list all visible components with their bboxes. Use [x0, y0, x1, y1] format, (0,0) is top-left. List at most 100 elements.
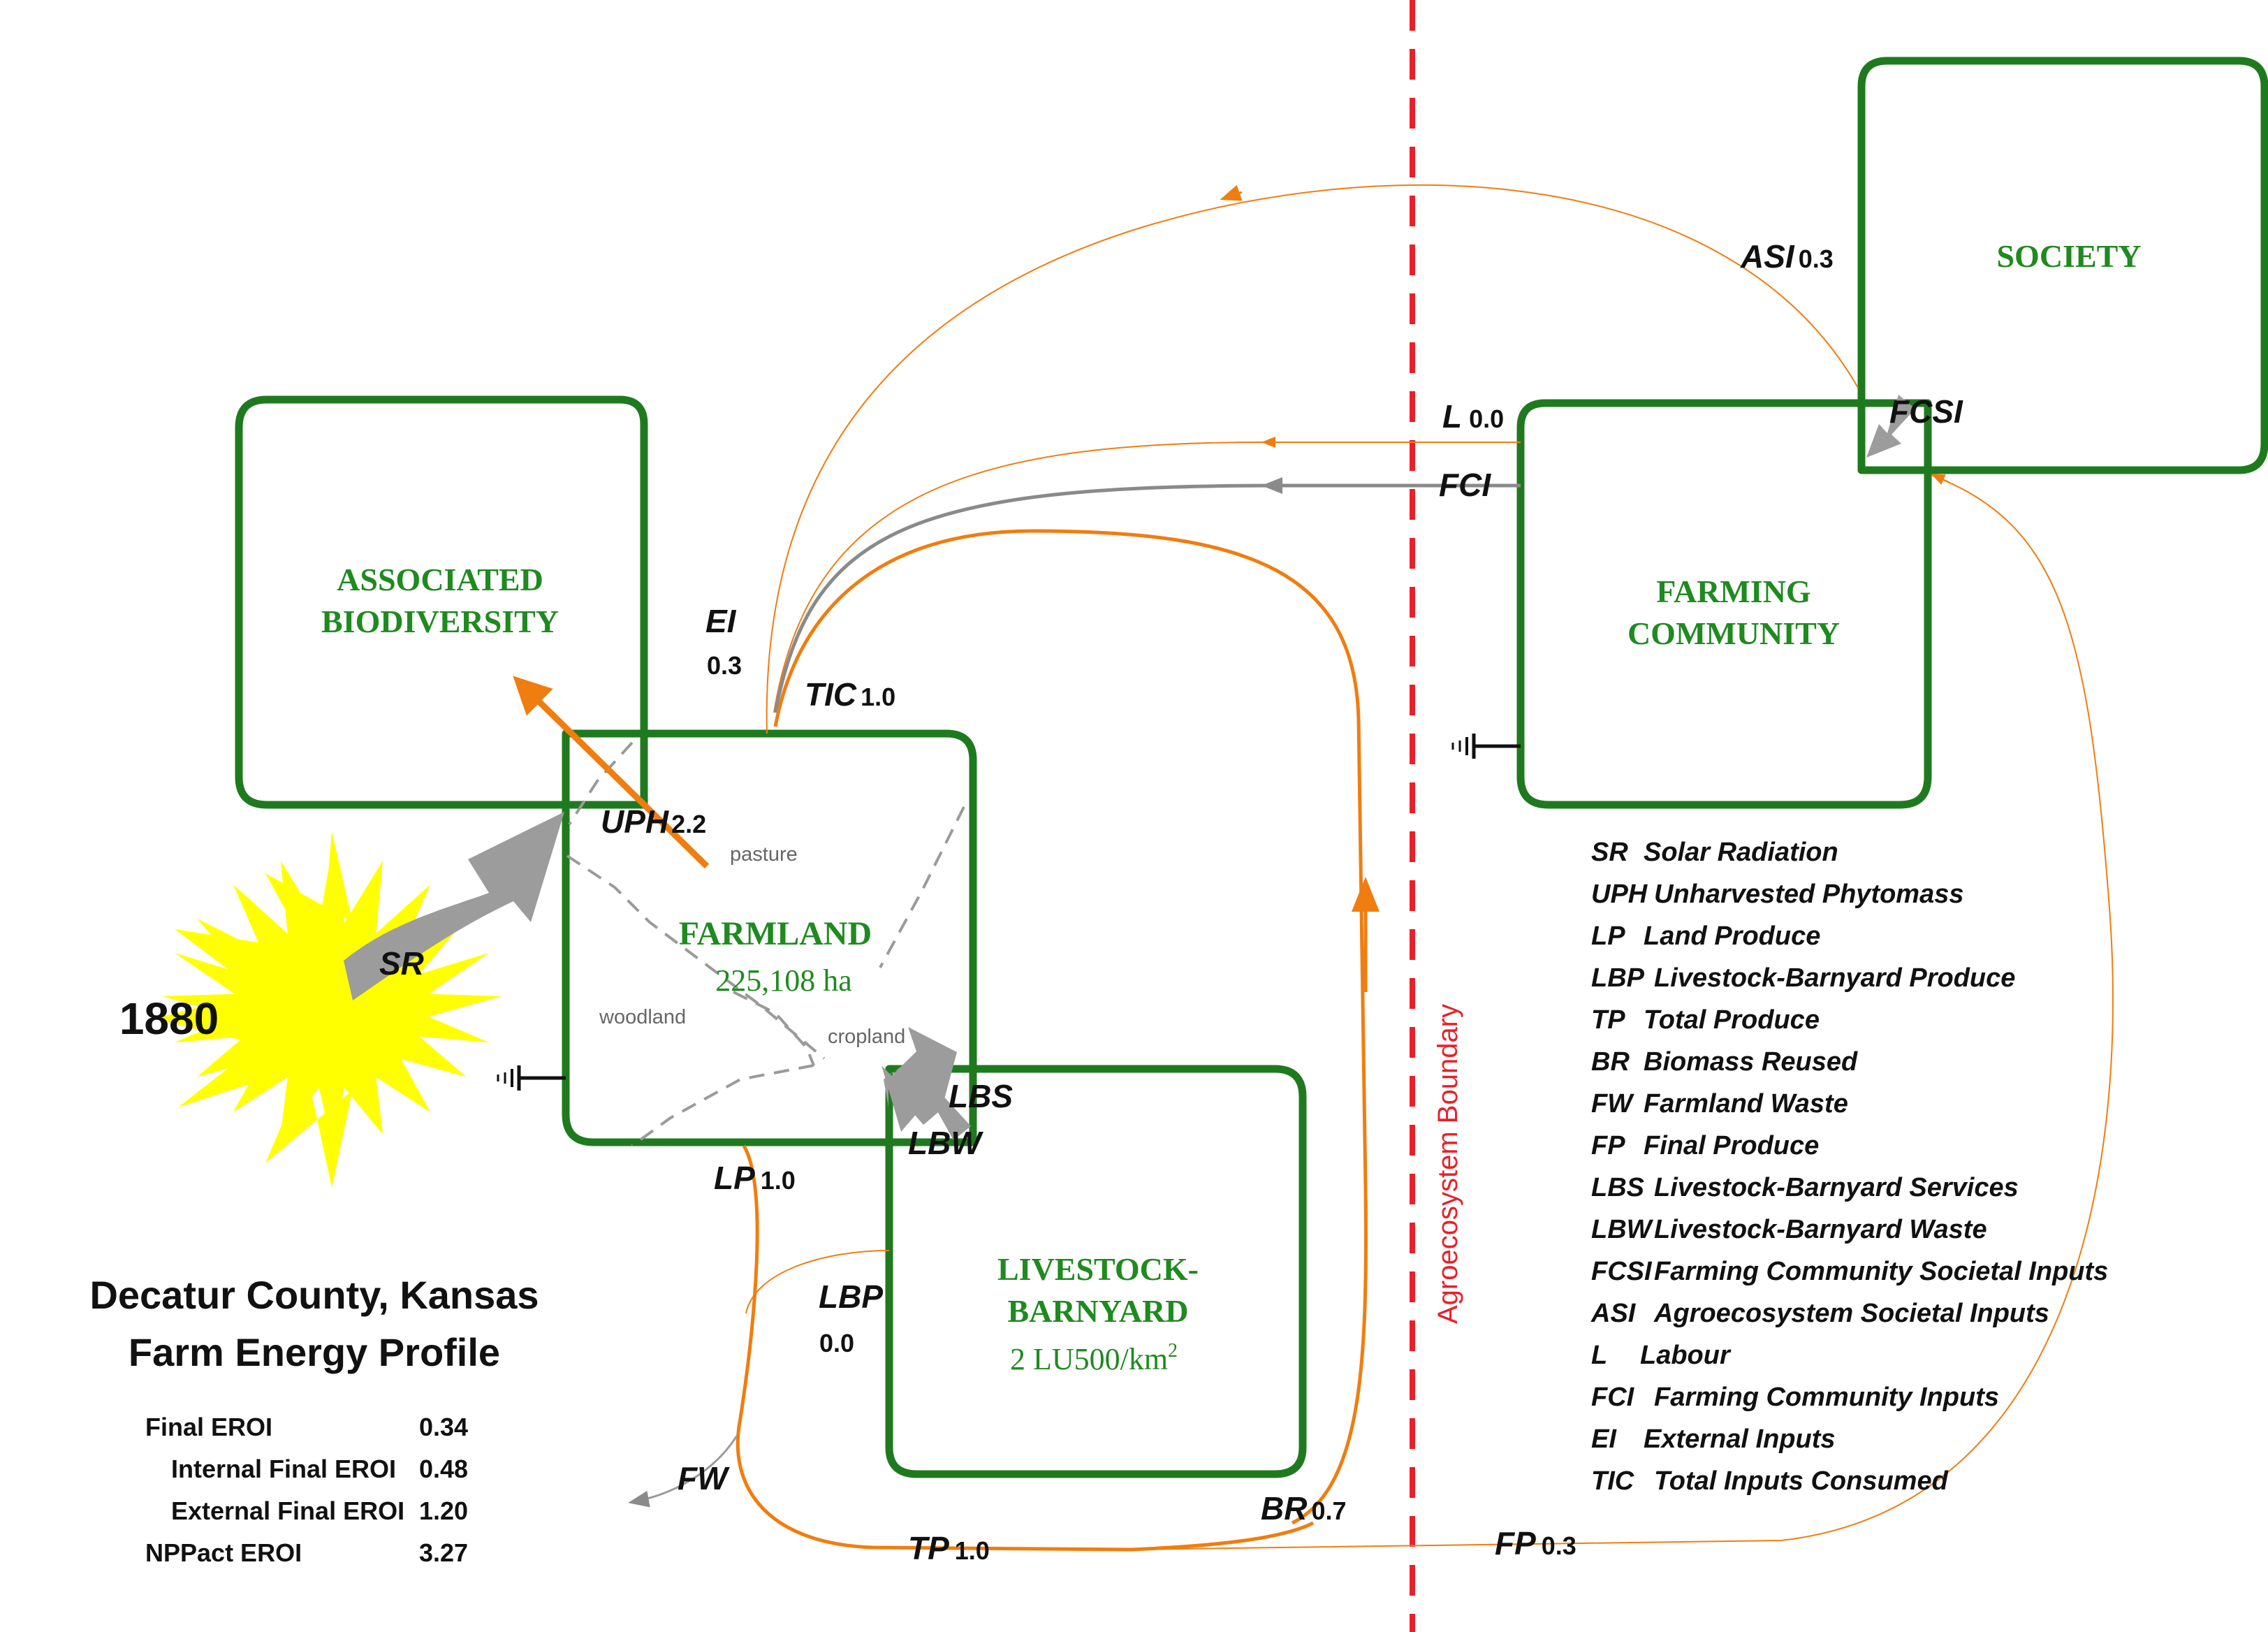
- biodiversity-title-line1: ASSOCIATED: [337, 562, 543, 597]
- sun-rays-icon: [154, 831, 353, 1188]
- sr-arrow: [344, 812, 564, 1000]
- legend-abbr: LP: [1591, 921, 1625, 951]
- farmland-title: FARMLAND: [679, 915, 872, 952]
- eroi-metric-value: 3.27: [419, 1538, 468, 1567]
- profile-title-line2: Farm Energy Profile: [129, 1330, 500, 1374]
- livestock-barnyard-box: [885, 1065, 1307, 1478]
- farming-community-box: [1516, 399, 1932, 809]
- agroecosystem-boundary-label: Agroecosystem Boundary: [1433, 1004, 1463, 1324]
- livestock-density: 2 LU500/km2: [1010, 1340, 1178, 1376]
- tp-flow-line: [736, 1144, 1315, 1552]
- year-label: 1880: [119, 993, 219, 1044]
- farming-community-title-line1: FARMING: [1656, 574, 1810, 609]
- legend-description: Agroecosystem Societal Inputs: [1653, 1299, 2049, 1328]
- legend-description: Livestock-Barnyard Services: [1654, 1173, 2019, 1202]
- lbw-arrow: [884, 1061, 971, 1140]
- tic-flow-line: [773, 529, 1368, 1525]
- legend-description: Livestock-Barnyard Produce: [1654, 963, 2015, 993]
- society-box: [1857, 57, 2268, 474]
- eroi-metric-label: External Final EROI: [171, 1496, 404, 1525]
- legend-abbr: BR: [1591, 1047, 1630, 1077]
- society-title: SOCIETY: [1996, 238, 2141, 274]
- legend-description: Farmland Waste: [1644, 1089, 1848, 1119]
- fp-flow-line: [1131, 474, 2114, 1550]
- legend-description: Biomass Reused: [1644, 1047, 1858, 1077]
- legend-description: Land Produce: [1644, 921, 1820, 951]
- legend-abbr: TP: [1591, 1005, 1625, 1035]
- fw-flow-line: [628, 1435, 738, 1508]
- ground-sink-icon-community: [1451, 734, 1521, 759]
- flow-label-ei: EI: [705, 603, 737, 639]
- lbw-arrow-head: [881, 1065, 922, 1132]
- eroi-metric-value: 0.34: [419, 1413, 468, 1441]
- flow-label-fci: FCI: [1439, 467, 1491, 503]
- livestock-title-line2: BARNYARD: [1008, 1293, 1189, 1329]
- fp-arrowhead: [1931, 474, 1949, 485]
- flow-label-lbw: LBW: [908, 1125, 983, 1161]
- eroi-metric-value: 0.48: [419, 1455, 468, 1483]
- asi-arrowhead: [1220, 184, 1243, 201]
- flow-label-fcsi: FCSI: [1889, 393, 1963, 430]
- flow-value-ei: 0.3: [707, 651, 742, 680]
- l-flow-line: [773, 442, 1521, 713]
- legend-description: Livestock-Barnyard Waste: [1654, 1215, 1987, 1244]
- flow-label-lbp: LBP: [819, 1278, 883, 1315]
- flow-value-lbp: 0.0: [819, 1329, 854, 1357]
- eroi-metric-label: Internal Final EROI: [171, 1455, 396, 1483]
- eroi-metric-label: Final EROI: [145, 1413, 272, 1441]
- legend-abbr: FCSI: [1591, 1257, 1653, 1286]
- farming-community-title-line2: COMMUNITY: [1627, 615, 1840, 651]
- legend-description: External Inputs: [1644, 1425, 1836, 1454]
- legend-description: Labour: [1640, 1341, 1732, 1370]
- legend-description: Unharvested Phytomass: [1654, 880, 1964, 909]
- flow-label-lbs: LBS: [949, 1078, 1013, 1114]
- legend-abbr: LBW: [1591, 1215, 1654, 1244]
- ground-sink-icon: [497, 1065, 566, 1091]
- sun-icon: [162, 851, 502, 1144]
- eroi-metric-value: 1.20: [419, 1496, 468, 1525]
- biodiversity-title-line2: BIODIVERSITY: [321, 604, 559, 639]
- legend-description: Solar Radiation: [1644, 838, 1838, 867]
- legend-abbr: FW: [1591, 1089, 1634, 1119]
- legend-description: Final Produce: [1644, 1131, 1819, 1160]
- legend-abbr: UPH: [1591, 880, 1648, 909]
- fcsi-arrow: [1866, 395, 1915, 458]
- flow-label-sr: SR: [379, 945, 424, 982]
- legend-description: Farming Community Societal Inputs: [1654, 1257, 2108, 1286]
- legend-abbr: FP: [1591, 1131, 1625, 1160]
- legend-abbr: ASI: [1590, 1299, 1637, 1328]
- fci-flow-line: [773, 483, 1521, 713]
- livestock-title-line1: LIVESTOCK-: [997, 1251, 1199, 1287]
- farmland-area: 225,108 ha: [715, 963, 852, 998]
- land-label-woodland: woodland: [599, 1006, 686, 1028]
- uph-arrow: [513, 676, 710, 869]
- legend-description: Total Inputs Consumed: [1654, 1466, 1949, 1496]
- lbp-flow-line: [745, 1250, 890, 1314]
- legend-abbr: LBS: [1591, 1173, 1644, 1202]
- legend-abbr: EI: [1591, 1425, 1617, 1454]
- legend-description: Farming Community Inputs: [1654, 1383, 1999, 1412]
- legend-abbr: SR: [1591, 838, 1628, 867]
- legend-abbr: FCI: [1591, 1383, 1635, 1412]
- ei-flow-line: [766, 184, 1859, 734]
- legend-abbr: L: [1591, 1341, 1607, 1370]
- legend-abbr: TIC: [1591, 1466, 1634, 1496]
- eroi-metric-label: NPPact EROI: [145, 1538, 302, 1567]
- land-use-dividers: [566, 741, 965, 1147]
- land-label-pasture: pasture: [730, 843, 798, 866]
- legend-abbr: LBP: [1591, 963, 1645, 993]
- flow-label-fw: FW: [678, 1460, 730, 1496]
- profile-title-line1: Decatur County, Kansas: [89, 1273, 539, 1317]
- land-label-cropland: cropland: [828, 1026, 905, 1048]
